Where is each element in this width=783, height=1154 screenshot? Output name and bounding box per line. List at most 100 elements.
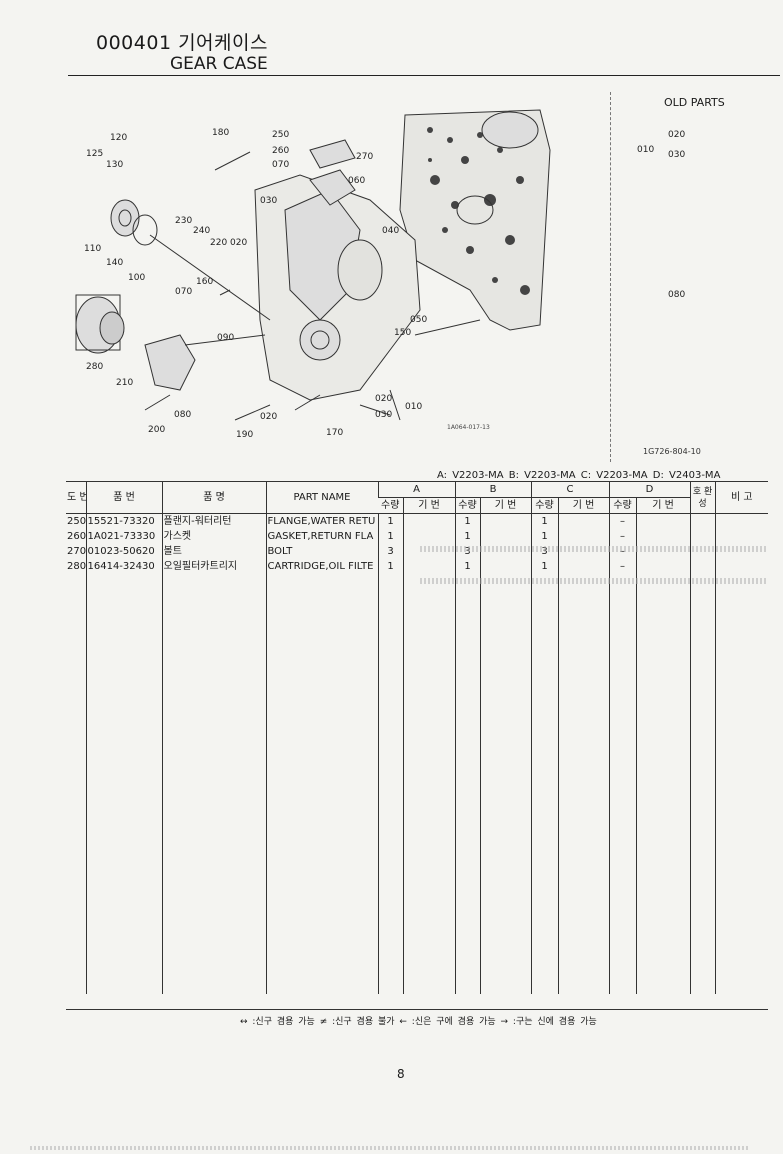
callout-label: 140 [106,258,124,268]
cell-qty-d: – [608,559,637,574]
col-header-group-b: B [454,481,531,498]
cell-no: 270 [67,546,86,557]
scan-artifact [420,578,766,584]
exploded-parts-diagram [75,109,551,421]
callout-label: 280 [86,362,104,372]
scan-artifact [420,546,766,552]
col-header-group-a: A [377,481,455,498]
callout-label: 210 [116,378,134,388]
callout-label: 120 [110,133,128,143]
callout-label: 250 [272,130,290,140]
cell-name-kr: 볼트 [161,544,266,559]
col-header-part-no: 품 번 [85,481,162,514]
callout-label: 160 [196,277,214,287]
callout-label: 260 [272,146,290,156]
cell-part-name: CARTRIDGE,OIL FILTE [265,559,378,574]
col-header-serial: 기 번 [402,497,455,514]
col-header-qty: 수량 [530,497,558,514]
cell-qty-a: 1 [377,559,403,574]
callout-label: 090 [217,333,235,343]
figure-id: 1A064-017-13 [447,424,490,431]
callout-label: 125 [86,149,104,159]
col-header-remarks: 비 고 [714,481,769,514]
col-header-qty: 수량 [454,497,480,514]
old-callout-label: 020 [668,130,686,140]
col-header-group-d: D [608,481,691,498]
old-callout-label: 030 [668,150,686,160]
table-row: 280 16414-32430 오일필터카트리지 CARTRIDGE,OIL F… [66,559,769,574]
cell-part-name: GASKET,RETURN FLA [265,529,378,544]
model-legend: A: V2203-MA B: V2203-MA C: V2203-MA D: V… [437,470,721,481]
cell-qty-a: 1 [377,513,403,529]
callout-label: 070 [175,287,193,297]
callout-label: 070 [272,160,290,170]
cell-part-no: 1A021-73330 [85,529,162,544]
cell-qty-c: 1 [530,513,558,529]
col-header-qty: 수량 [378,497,403,514]
cell-no: 260 [67,531,86,542]
cell-qty-b: 1 [454,513,480,529]
table-bottom-rule [66,1009,768,1010]
cell-name-kr: 플랜지-워터리턴 [161,513,266,529]
title-divider [68,75,780,76]
callout-label: 130 [106,160,124,170]
callout-label: 060 [348,176,366,186]
cell-name-kr: 가스켓 [161,529,266,544]
cell-qty-a: 1 [377,529,403,544]
cell-qty-d: – [608,513,637,529]
callout-label: 040 [382,226,400,236]
col-header-serial: 기 번 [557,497,610,514]
col-header-no: 도 번 [66,481,86,514]
callout-label: 020 [260,412,278,422]
callout-label: 190 [236,430,254,440]
page-title-code: 000401 기어케이스 [96,32,268,54]
cell-no: 280 [67,561,86,572]
diagram-id: 1G726-804-10 [643,447,701,456]
cell-part-name: FLANGE,WATER RETU [265,513,378,529]
callout-label: 200 [148,425,166,435]
cell-name-kr: 오일필터카트리지 [161,559,266,574]
callout-label: 180 [212,128,230,138]
cell-no: 250 [67,516,86,527]
cell-qty-b: 1 [454,529,480,544]
interchange-legend: ↔ :신구 겸용 가능 ≠ :신구 겸용 불가 ← :신은 구에 겸용 가능 →… [240,1017,597,1027]
col-header-serial: 기 번 [479,497,531,514]
cell-part-no: 15521-73320 [85,513,162,529]
col-header-qty: 수량 [608,497,637,514]
callout-label: 150 [394,328,412,338]
callout-label: 050 [410,315,428,325]
old-parts-heading: OLD PARTS [664,96,725,109]
col-header-part-name: PART NAME [265,481,378,514]
cell-part-name: BOLT [265,544,378,559]
callout-label: 240 [193,226,211,236]
page-number: 8 [397,1067,405,1081]
callout-label: 110 [84,244,102,254]
scan-artifact [30,1146,750,1150]
callout-label: 030 [375,410,393,420]
table-row: 250 15521-73320 플랜지-워터리턴 FLANGE,WATER RE… [66,513,769,529]
cell-qty-c: 1 [530,529,558,544]
old-callout-label: 080 [668,290,686,300]
old-parts-divider [610,92,611,462]
table-row: 260 1A021-73330 가스켓 GASKET,RETURN FLA 1 … [66,529,769,544]
col-header-serial: 기 번 [635,497,691,514]
callout-label: 100 [128,273,146,283]
col-header-group-c: C [530,481,610,498]
callout-label: 020 [230,238,248,248]
cell-part-no: 01023-50620 [85,544,162,559]
callout-label: 030 [260,196,278,206]
page-title-english: GEAR CASE [170,54,268,74]
parts-table: 도 번 품 번 품 명 PART NAME A B C D 호 환 성 비 고 … [66,481,769,994]
callout-label: 170 [326,428,344,438]
cell-qty-d: – [608,529,637,544]
col-header-interchange: 호 환 성 [689,481,716,514]
old-callout-label: 010 [637,145,655,155]
callout-label: 230 [175,216,193,226]
cell-qty-b: 1 [454,559,480,574]
callout-label: 020 [375,394,393,404]
cell-qty-a: 3 [377,544,403,559]
callout-label: 010 [405,402,423,412]
callout-label: 080 [174,410,192,420]
cell-qty-c: 1 [530,559,558,574]
col-header-name-kr: 품 명 [161,481,266,514]
